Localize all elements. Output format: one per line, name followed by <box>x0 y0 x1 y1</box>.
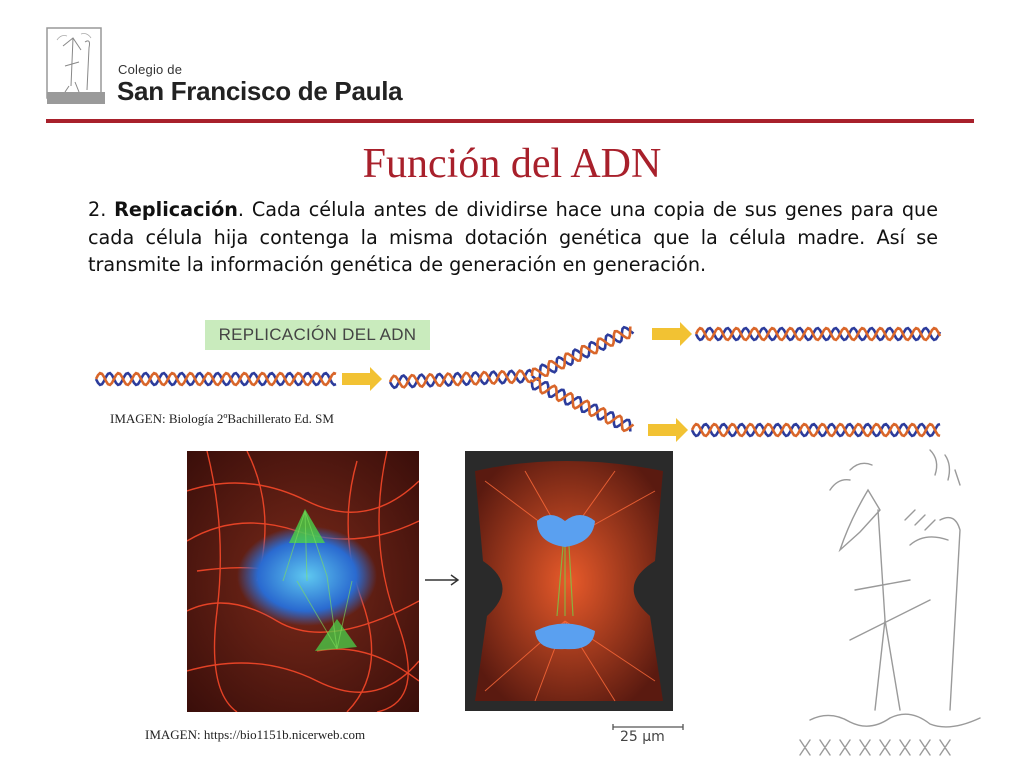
slide-title: Función del ADN <box>362 141 662 187</box>
scale-bar-label: 25 µm <box>620 729 665 745</box>
cell-micrograph-anaphase <box>465 451 673 711</box>
cell-micrograph-metaphase <box>187 451 419 712</box>
parent-dna-strand <box>94 371 337 387</box>
body-paragraph: 2. Replicación. Cada célula antes de div… <box>88 196 938 279</box>
arrow-icon <box>342 367 382 391</box>
parent-dna-strand <box>388 368 533 390</box>
daughter-dna-strand <box>690 422 941 438</box>
paragraph-text: . Cada célula antes de dividirse hace un… <box>88 198 939 276</box>
image-credit: IMAGEN: https://bio1151b.nicerweb.com <box>145 727 366 742</box>
paragraph-number: 2. <box>88 198 115 221</box>
arrow-icon <box>648 418 688 442</box>
school-name: San Francisco de Paula <box>117 76 403 106</box>
daughter-dna-strand <box>694 326 942 342</box>
school-seal-watermark <box>799 449 981 756</box>
scale-bar-icon <box>612 724 684 730</box>
school-logo-icon <box>46 27 105 104</box>
arrow-right-icon <box>425 574 460 586</box>
image-credit: IMAGEN: Biología 2ºBachillerato Ed. SM <box>110 411 334 426</box>
school-name-prefix: Colegio de <box>118 62 183 77</box>
header-divider <box>46 119 974 123</box>
paragraph-keyword: Replicación <box>114 198 238 221</box>
daughter-dna-strand <box>530 376 635 433</box>
arrow-icon <box>652 322 692 346</box>
daughter-dna-strand <box>530 325 635 382</box>
dna-replication-diagram <box>94 322 942 442</box>
dna-figure-label: REPLICACIÓN DEL ADN <box>205 320 430 350</box>
